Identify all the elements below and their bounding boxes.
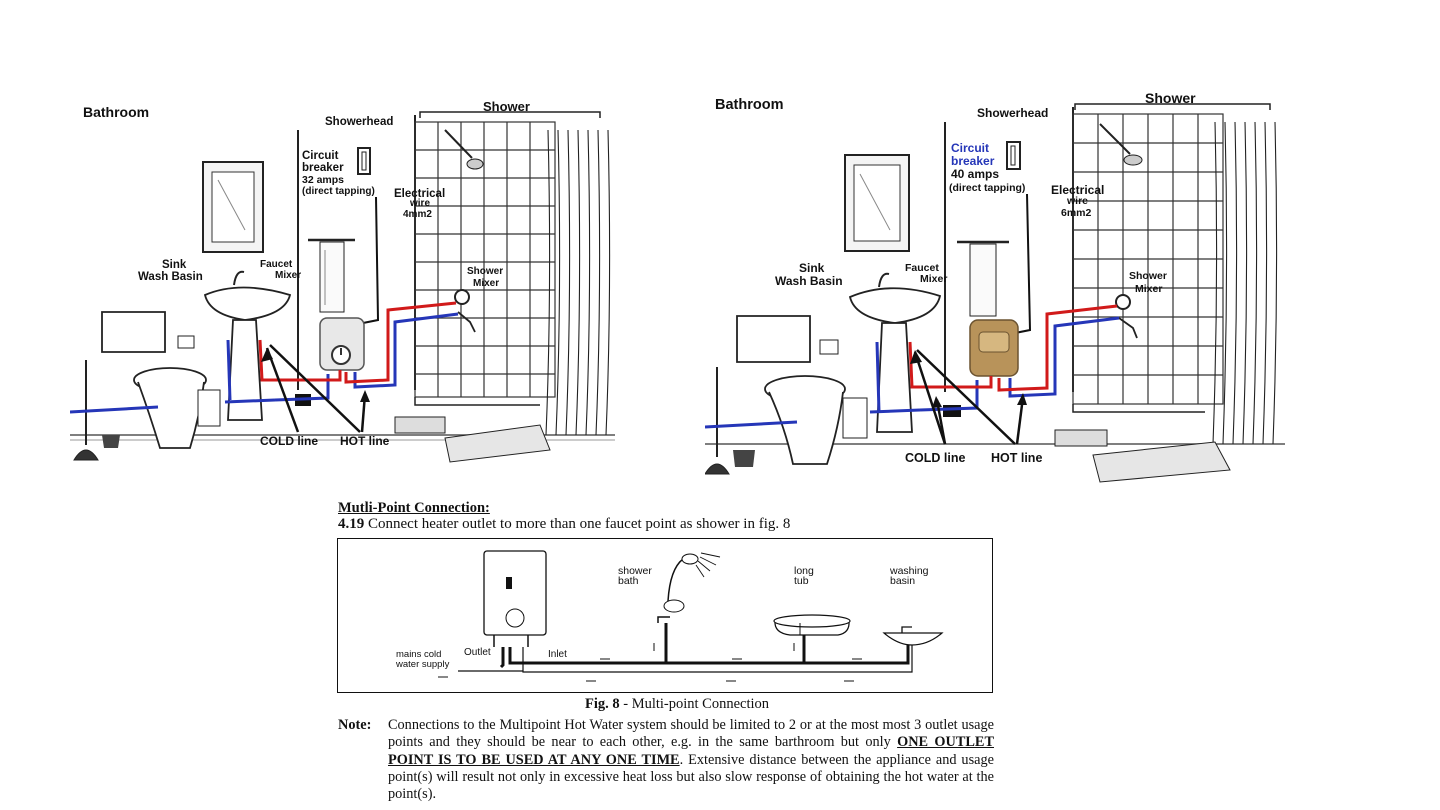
left-faucet-line-1: Faucet: [260, 259, 293, 270]
left-showerhead-label: Showerhead: [325, 116, 393, 128]
right-sink-line-1: Sink: [799, 261, 825, 275]
left-wire-line-1: Electrical: [394, 188, 445, 200]
step-text: Connect heater outlet to more than one f…: [368, 516, 791, 532]
mains-label-1: mains cold: [396, 649, 441, 660]
right-bathroom-illustration: Bathroom Shower Showerhead Circuit break…: [705, 90, 1285, 483]
multipoint-step: 4.19 Connect heater outlet to more than …: [338, 516, 790, 533]
basin-label-2: basin: [890, 575, 915, 587]
left-shower-mixer-line-2: Mixer: [473, 278, 499, 289]
multipoint-diagram: shower bath long tub washing basin mains…: [337, 538, 993, 693]
left-wire-line-3: 4mm2: [403, 209, 432, 220]
note-emphasis: ONE OUTLET POINT IS TO BE USED AT ANY ON…: [388, 734, 994, 768]
right-sink-line-2: Wash Basin: [775, 274, 843, 288]
left-shower-mixer-line-1: Shower: [467, 266, 503, 277]
figure-caption-text: - Multi-point Connection: [623, 696, 770, 712]
right-breaker-line-4: (direct tapping): [949, 182, 1025, 194]
left-bathroom-illustration: Bathroom Shower Showerhead Circuit break…: [70, 99, 615, 463]
right-wire-line-2: wire: [1066, 195, 1088, 207]
note-body: Connections to the Multipoint Hot Water …: [388, 717, 994, 803]
right-wire-line-3: 6mm2: [1061, 207, 1092, 219]
shower-label-2: bath: [618, 575, 639, 587]
right-shower-label: Shower: [1145, 90, 1196, 106]
left-cold-line-label: COLD line: [260, 434, 318, 448]
tub-label-2: tub: [794, 575, 809, 587]
right-cold-line-label: COLD line: [905, 451, 965, 465]
left-breaker-line-3: 32 amps: [302, 174, 344, 186]
multipoint-diagram-drawing: shower bath long tub washing basin mains…: [395, 550, 944, 682]
right-breaker-line-1: Circuit: [951, 141, 989, 155]
outlet-label: Outlet: [464, 647, 491, 658]
left-hot-line-label: HOT line: [340, 434, 390, 448]
note-text-post: . Extensive distance between the applian…: [388, 751, 994, 803]
inlet-label: Inlet: [548, 649, 567, 660]
right-room-label: Bathroom: [715, 97, 783, 113]
figure-caption: Fig. 8 - Multi-point Connection: [338, 696, 1016, 713]
left-sink-line-1: Sink: [162, 259, 187, 271]
left-room-label: Bathroom: [83, 104, 149, 120]
multipoint-heading: Mutli-Point Connection:: [338, 500, 490, 516]
right-shower-mixer-line-1: Shower: [1129, 270, 1167, 282]
shower-label-1: shower: [618, 565, 652, 577]
left-breaker-line-2: breaker: [302, 162, 344, 174]
mains-label-2: water supply: [395, 659, 450, 670]
right-showerhead-label: Showerhead: [977, 106, 1048, 120]
left-shower-label: Shower: [483, 99, 530, 114]
note-text-pre: Connections to the Multipoint Hot Water …: [388, 717, 994, 751]
basin-label-1: washing: [889, 565, 929, 577]
right-breaker-line-3: 40 amps: [951, 167, 999, 181]
left-sink-line-2: Wash Basin: [138, 271, 203, 283]
right-breaker-line-2: breaker: [951, 154, 995, 168]
right-hot-line-label: HOT line: [991, 451, 1042, 465]
right-wire-line-1: Electrical: [1051, 183, 1104, 197]
figure-number: Fig. 8: [584, 696, 620, 712]
right-faucet-line-2: Mixer: [920, 273, 947, 285]
right-shower-mixer-line-2: Mixer: [1135, 283, 1162, 295]
left-wire-line-2: wire: [409, 198, 430, 209]
left-breaker-line-1: Circuit: [302, 150, 339, 162]
right-faucet-line-1: Faucet: [905, 262, 939, 274]
tub-label-1: long: [794, 565, 814, 577]
left-faucet-line-2: Mixer: [275, 270, 301, 281]
step-number: 4.19: [338, 516, 365, 532]
left-breaker-line-4: (direct tapping): [302, 186, 375, 197]
note-label: Note:: [338, 717, 372, 733]
